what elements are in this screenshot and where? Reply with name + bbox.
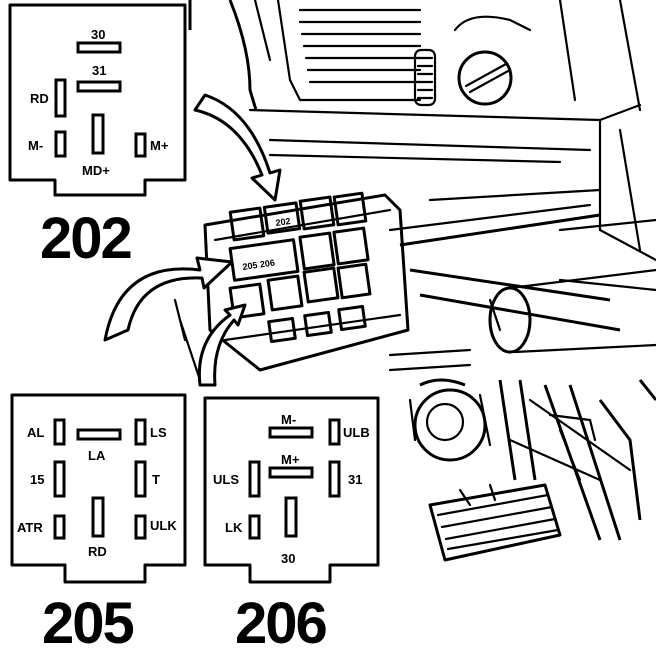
relay-205-pinout: AL LA LS 15 T ATR RD ULK 205 [10, 393, 187, 652]
pin-la [76, 428, 122, 441]
pin-label-md-plus: MD+ [82, 163, 110, 178]
pin-label-30: 30 [91, 27, 105, 42]
pin-label-15: 15 [30, 472, 44, 487]
relay-206-pinout: M- ULB M+ ULS 31 LK 30 206 [203, 396, 380, 652]
pin-t [134, 460, 147, 498]
pin-m-minus [54, 130, 67, 158]
pin-atr [53, 514, 66, 540]
pin-label-m-minus: M- [281, 412, 296, 427]
pin-label-31: 31 [92, 63, 106, 78]
pin-label-m-plus: M+ [281, 452, 300, 467]
pin-ulb [328, 418, 341, 446]
pin-md-plus [91, 113, 105, 155]
pin-label-m-plus: M+ [150, 138, 169, 153]
pin-label-rd: RD [88, 544, 107, 559]
pin-label-30: 30 [281, 551, 295, 566]
relay-202-pinout: 30 31 RD M- MD+ M+ 202 [8, 3, 187, 271]
relay-number-205: 205 [42, 591, 134, 652]
pin-label-ls: LS [150, 425, 167, 440]
pin-30 [76, 41, 122, 54]
pin-label-la: LA [88, 448, 106, 463]
pin-m-plus [134, 132, 147, 158]
pin-31 [76, 80, 122, 93]
pin-label-lk: LK [225, 520, 243, 535]
pin-lk [248, 514, 261, 540]
pin-m-minus [268, 426, 314, 439]
pin-label-atr: ATR [17, 520, 43, 535]
pin-31 [328, 460, 341, 498]
fusebox-label-middle: 205 206 [242, 258, 276, 272]
pin-al [53, 418, 66, 446]
pin-label-rd: RD [30, 91, 49, 106]
pin-uls [248, 460, 261, 498]
pin-label-ulb: ULB [343, 425, 370, 440]
relay-number-206: 206 [235, 591, 327, 652]
relay-number-202: 202 [40, 206, 131, 271]
pin-label-ulk: ULK [150, 518, 177, 533]
pin-m-plus [268, 466, 314, 479]
pin-label-31: 31 [348, 472, 362, 487]
pin-ulk [134, 514, 147, 540]
dashboard-illustration [173, 0, 656, 562]
pin-label-uls: ULS [213, 472, 239, 487]
pin-ls [134, 418, 147, 446]
pin-rd [54, 78, 67, 118]
pin-30 [284, 496, 298, 538]
pin-15 [53, 460, 66, 498]
pin-label-m-minus: M- [28, 138, 43, 153]
pointer-arrows [103, 93, 282, 387]
pin-rd [91, 496, 105, 538]
pin-label-al: AL [27, 425, 44, 440]
pin-label-t: T [152, 472, 160, 487]
fusebox-label-top: 202 [275, 216, 291, 228]
relay-box: 202 205 206 [203, 191, 410, 372]
